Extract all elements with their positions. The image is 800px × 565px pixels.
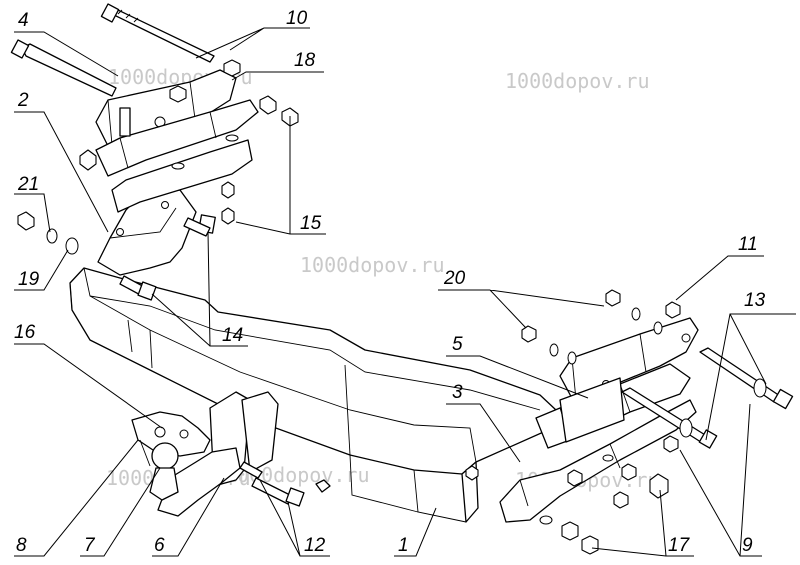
callout-2: 2 [17,90,29,111]
callout-15: 15 [300,213,322,234]
left-clamp-plate [95,69,259,213]
leader-lines [14,27,796,557]
long-bolts-right [621,347,794,449]
callout-4: 4 [18,10,29,31]
callout-17: 17 [668,535,691,556]
callout-6: 6 [154,535,165,556]
callout-1: 1 [398,535,409,556]
callout-numbers: 4 10 18 2 21 19 15 14 16 20 5 3 11 13 8 … [14,8,766,556]
callout-14: 14 [222,325,243,346]
right-clamp-plate [559,317,699,443]
callout-18: 18 [294,50,316,71]
right-fasteners [465,289,681,555]
main-cross-beam [69,267,557,523]
callout-21: 21 [17,174,39,195]
long-bolts-left [10,3,215,97]
callout-8: 8 [16,535,27,556]
callout-11: 11 [738,234,758,255]
callout-5: 5 [452,334,463,355]
left-fasteners [17,59,299,301]
callout-9: 9 [742,535,753,556]
watermark: 1000dopov.ru [300,253,445,277]
tow-ball-mount [131,391,279,517]
watermark: 1000dopov.ru [505,69,650,93]
callout-20: 20 [443,268,466,289]
callout-7: 7 [84,535,96,556]
callout-19: 19 [18,269,40,290]
callout-16: 16 [14,322,36,343]
callout-12: 12 [304,535,326,556]
callout-3: 3 [452,382,463,403]
callout-13: 13 [744,290,766,311]
left-side-bracket [97,189,197,276]
callout-10: 10 [286,8,308,29]
